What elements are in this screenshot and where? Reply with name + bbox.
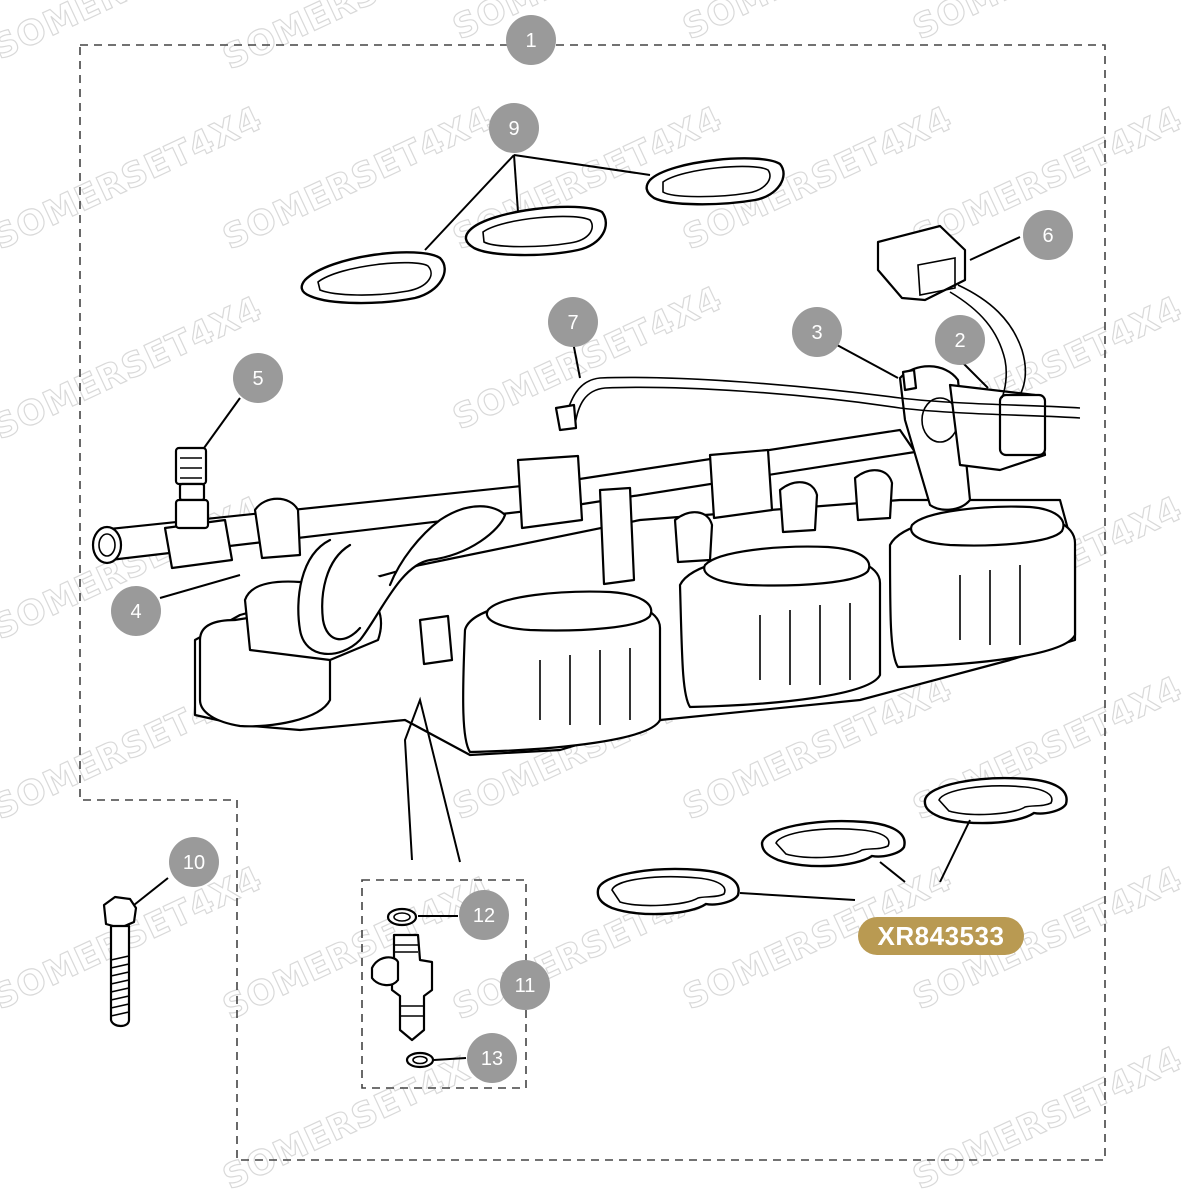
svg-text:12: 12 bbox=[473, 905, 495, 927]
svg-text:10: 10 bbox=[183, 852, 205, 874]
electrical-connector bbox=[876, 224, 1027, 399]
part-number-badge: XR843533 bbox=[858, 917, 1024, 955]
fuel-hose bbox=[297, 505, 507, 655]
callout-12: 12 bbox=[459, 890, 509, 940]
fuel-rail-inlet bbox=[91, 525, 123, 565]
upper-o-ring bbox=[386, 907, 418, 927]
svg-text:4: 4 bbox=[130, 601, 141, 623]
installed-injectors bbox=[253, 469, 894, 666]
gasket bbox=[645, 157, 785, 206]
pressure-sensor bbox=[174, 446, 210, 530]
injector-kit bbox=[370, 907, 435, 1069]
watermark: SOMERSET4X4 bbox=[907, 1038, 1189, 1198]
assembly-boundary bbox=[79, 44, 1106, 1161]
callout-11: 11 bbox=[500, 960, 550, 1010]
injector bbox=[390, 933, 434, 1042]
callout-13: 13 bbox=[467, 1033, 517, 1083]
lower-o-ring bbox=[405, 1051, 435, 1069]
callout-6: 6 bbox=[1023, 210, 1073, 260]
callout-1: 1 bbox=[506, 15, 556, 65]
svg-text:7: 7 bbox=[567, 312, 578, 334]
leader-lines bbox=[133, 154, 1021, 1061]
svg-text:13: 13 bbox=[481, 1048, 503, 1070]
vacuum-pipe bbox=[554, 376, 1081, 432]
lower-gasket bbox=[760, 819, 906, 868]
callout-5: 5 bbox=[233, 353, 283, 403]
watermark: SOMERSET4X4 bbox=[0, 288, 269, 448]
svg-text:11: 11 bbox=[515, 975, 536, 997]
watermark: SOMERSET4X4 bbox=[907, 0, 1189, 48]
svg-text:3: 3 bbox=[811, 322, 822, 344]
callout-2: 2 bbox=[935, 315, 985, 365]
callout-7: 7 bbox=[548, 297, 598, 347]
lower-gaskets bbox=[596, 776, 1068, 916]
lower-gasket bbox=[923, 776, 1068, 825]
mounting-stud bbox=[901, 368, 918, 392]
callout-9: 9 bbox=[489, 103, 539, 153]
svg-text:5: 5 bbox=[252, 368, 263, 390]
callout-3: 3 bbox=[792, 307, 842, 357]
svg-text:2: 2 bbox=[954, 330, 965, 352]
svg-text:1: 1 bbox=[525, 30, 536, 52]
upper-gaskets bbox=[300, 157, 785, 305]
callout-4: 4 bbox=[111, 586, 161, 636]
callout-10: 10 bbox=[169, 837, 219, 887]
svg-text:6: 6 bbox=[1042, 225, 1053, 247]
bolt bbox=[102, 895, 138, 1028]
svg-text:9: 9 bbox=[508, 118, 519, 140]
watermark: SOMERSET4X4 bbox=[217, 1038, 499, 1198]
